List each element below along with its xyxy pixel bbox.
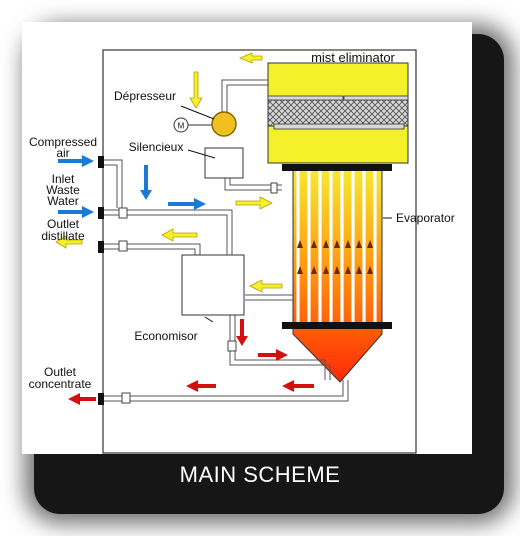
valves xyxy=(118,182,278,404)
inlet-waste-water-line-1: Inlet xyxy=(52,172,75,186)
outlet-distillate-line-2: distillate xyxy=(41,229,85,243)
economisor-label: Economisor xyxy=(134,329,197,343)
pipes xyxy=(104,79,349,402)
inlet-waste-water-line-2: Waste xyxy=(46,183,80,197)
mist-eliminator-label: mist eliminator xyxy=(311,50,395,65)
depresseur-pump xyxy=(187,111,237,137)
top-tube-sheet xyxy=(282,164,392,171)
diagram-labels: mist eliminator Dépresseur Silencieux Ev… xyxy=(29,50,455,391)
svg-text:M: M xyxy=(178,122,185,131)
red-arrows xyxy=(68,319,314,405)
compressed-air-line-2: air xyxy=(56,146,69,160)
silencieux-label: Silencieux xyxy=(129,140,184,154)
outlet-distillate-line-1: Outlet xyxy=(47,217,80,231)
silencieux-box xyxy=(204,147,244,179)
evaporator xyxy=(282,164,392,383)
evaporator-tubes xyxy=(296,171,377,322)
yellow-arrows xyxy=(55,52,283,293)
economisor-box xyxy=(181,254,245,316)
tube-flow-arrows xyxy=(297,240,373,274)
bottom-tube-sheet xyxy=(282,322,392,329)
blue-arrows xyxy=(58,155,206,218)
compressed-air-line-1: Compressed xyxy=(29,135,97,149)
outlet-concentrate-line-2: concentrate xyxy=(29,377,92,391)
motor-icon: M xyxy=(173,117,189,133)
inlet-ports xyxy=(98,156,104,405)
caption: MAIN SCHEME xyxy=(179,462,341,487)
mist-eliminator xyxy=(267,62,409,164)
depresseur-label: Dépresseur xyxy=(114,89,176,103)
outlet-concentrate-line-1: Outlet xyxy=(44,365,77,379)
leader-lines xyxy=(180,105,392,323)
inlet-waste-water-line-3: Water xyxy=(47,194,79,208)
evaporator-label: Evaporator xyxy=(396,211,455,225)
